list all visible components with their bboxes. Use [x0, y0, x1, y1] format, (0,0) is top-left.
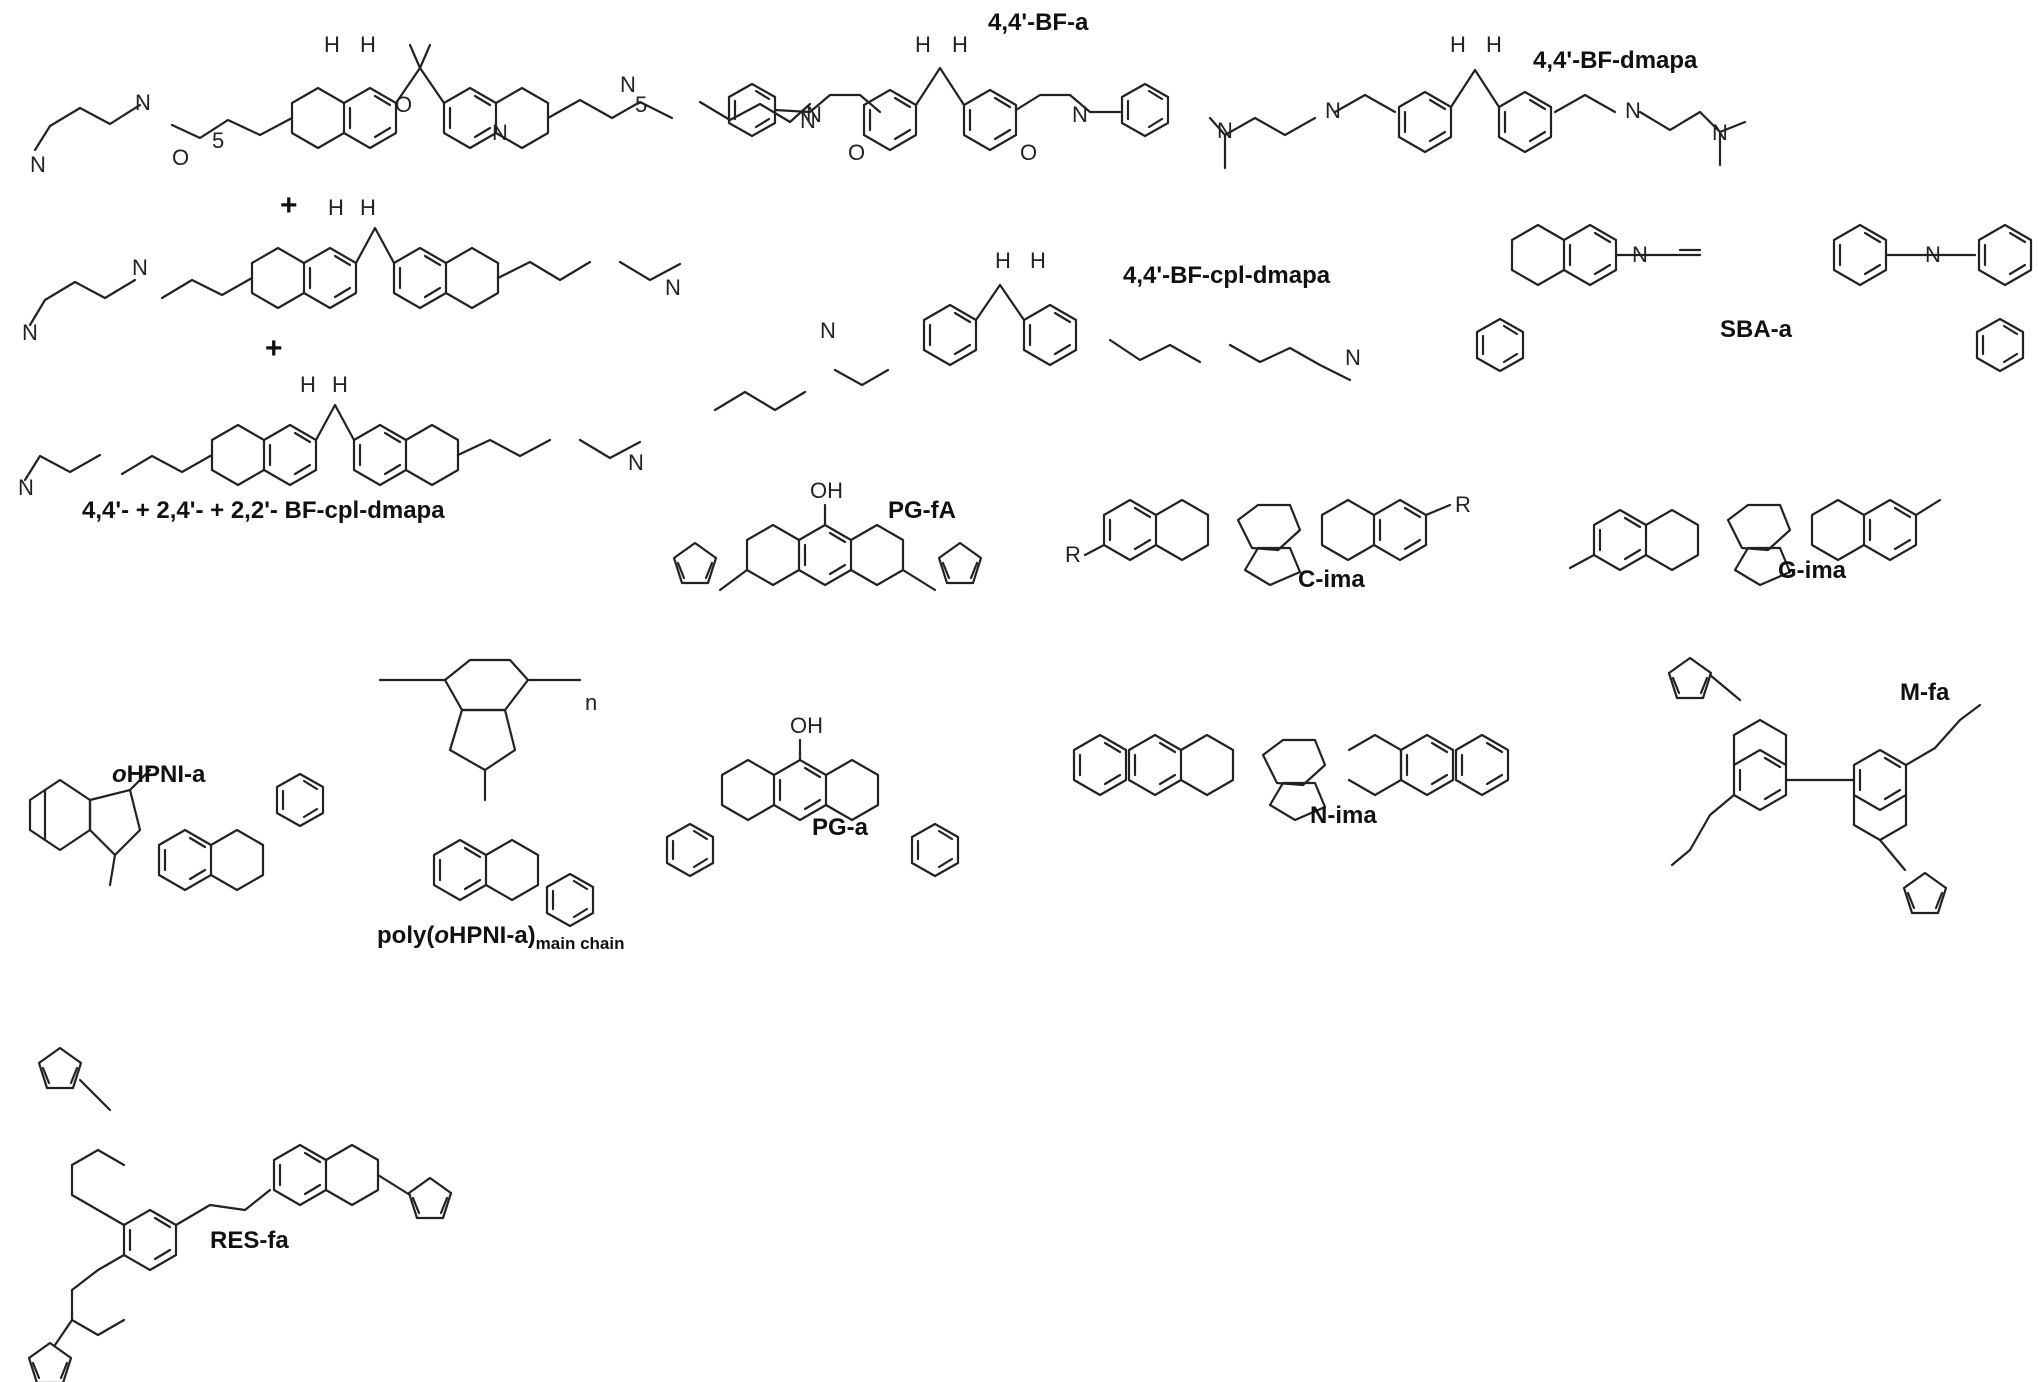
- oh-group: OH: [810, 478, 843, 503]
- o-atom: O: [1020, 140, 1037, 165]
- label-c-ima: C-ima: [1298, 566, 1365, 593]
- structure-n-ima: N-ima: [1072, 733, 1510, 829]
- nh-atom: N: [820, 318, 836, 343]
- five-subscript: 5: [635, 92, 647, 117]
- n-atom: N: [1072, 102, 1088, 127]
- structure-ohpni-a: oHPNI-a: [28, 761, 325, 892]
- o-atom: O: [395, 92, 412, 117]
- plus-sign-2: +: [265, 332, 283, 365]
- structure-g-ima: G-ima: [1568, 498, 1942, 587]
- n-atom: N: [665, 275, 681, 300]
- h-atom: H: [1030, 248, 1046, 273]
- n-atom: N: [30, 152, 46, 177]
- n-atom: N: [1632, 242, 1648, 267]
- h-atom: H: [915, 32, 931, 57]
- h-atom: H: [1450, 32, 1466, 57]
- five-subscript: 5: [212, 128, 224, 153]
- r-group: R: [1455, 492, 1471, 517]
- o-atom: O: [172, 145, 189, 170]
- n-atom: N: [1712, 120, 1728, 145]
- label-g-ima: G-ima: [1778, 557, 1847, 584]
- label-sba-a: SBA-a: [1720, 316, 1793, 343]
- h-atom: H: [995, 248, 1011, 273]
- n-atom: N: [1925, 242, 1941, 267]
- label-n-ima: N-ima: [1310, 802, 1377, 829]
- h-atom-1: H: [324, 32, 340, 57]
- n-atom: N: [18, 475, 34, 500]
- structure-4-4-bf-a: H H N O N O 4,4'-BF-a: [727, 9, 1170, 165]
- nh-atom: N: [135, 90, 151, 115]
- label-4-4-bf-a: 4,4'-BF-a: [988, 9, 1089, 36]
- structure-res-fa: RES-fa: [27, 1046, 453, 1382]
- n-atom: N: [1345, 345, 1361, 370]
- structure-pg-fa: OH PG-fA: [672, 478, 983, 592]
- o-atom: O: [848, 140, 865, 165]
- bf-cpl-dmapa-mixture: H H O N N O 5 N N 5 N + H H N N N +: [18, 32, 816, 524]
- h-atom-4: H: [360, 195, 376, 220]
- h-atom-2: H: [360, 32, 376, 57]
- h-atom-3: H: [328, 195, 344, 220]
- label-poly-ohpni-a: poly(oHPNI-a)main chain: [377, 922, 624, 953]
- label-4-4-bf-dmapa: 4,4'-BF-dmapa: [1533, 47, 1698, 74]
- structure-sba-a: N N SBA-a: [1475, 223, 2033, 373]
- label-pg-fa: PG-fA: [888, 497, 956, 524]
- label-pg-a: PG-a: [812, 814, 869, 841]
- structure-m-fa: M-fa: [1667, 656, 1982, 915]
- oh-group: OH: [790, 713, 823, 738]
- n-atom: N: [806, 102, 822, 127]
- structure-poly-ohpni-a: n poly(oHPNI-a)main chain: [377, 658, 624, 953]
- n-atom: N: [628, 450, 644, 475]
- h-atom: H: [1486, 32, 1502, 57]
- h-atom: H: [952, 32, 968, 57]
- n-atom: N: [800, 108, 816, 133]
- label-4-4-bf-cpl-dmapa: 4,4'-BF-cpl-dmapa: [1123, 262, 1331, 289]
- n-atom: N: [1217, 118, 1233, 143]
- structure-pg-a: OH PG-a: [665, 713, 960, 878]
- label-ohpni-a: oHPNI-a: [112, 761, 206, 788]
- label-bf-cpl-dmapa-mixture: 4,4'- + 2,4'- + 2,2'- BF-cpl-dmapa: [82, 497, 445, 524]
- structure-4-4-bf-dmapa: H H N N N N 4,4'-BF-dmapa: [1208, 32, 1747, 170]
- r-group: R: [1065, 542, 1081, 567]
- label-res-fa: RES-fa: [210, 1227, 289, 1254]
- plus-sign-1: +: [280, 189, 298, 222]
- n-atom: N: [492, 120, 508, 145]
- n-atom: N: [22, 320, 38, 345]
- n-atom: N: [1625, 98, 1641, 123]
- h-atom-5: H: [300, 372, 316, 397]
- structure-4-4-bf-cpl-dmapa: H H N N 4,4'-BF-cpl-dmapa: [713, 248, 1361, 412]
- nh-atom: N: [132, 255, 148, 280]
- n-atom: N: [1325, 98, 1341, 123]
- n-subscript: n: [585, 690, 597, 715]
- nh-atom: N: [620, 72, 636, 97]
- structure-c-ima: R R C-ima: [1065, 492, 1471, 593]
- label-m-fa: M-fa: [1900, 679, 1950, 706]
- h-atom-6: H: [332, 372, 348, 397]
